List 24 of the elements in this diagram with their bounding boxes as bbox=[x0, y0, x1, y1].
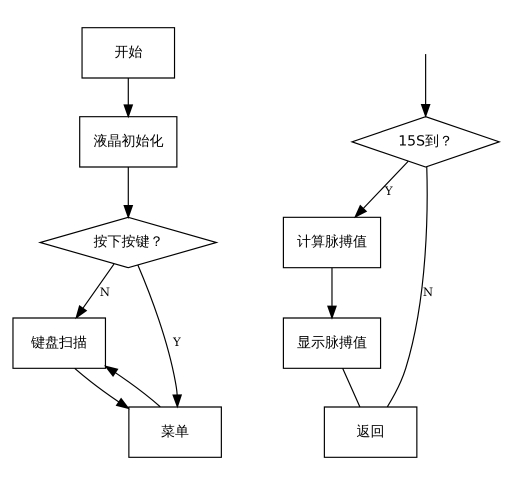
node-box: 菜单 bbox=[128, 406, 222, 458]
node-box: 计算脉搏值 bbox=[282, 216, 382, 268]
edge-label: N bbox=[100, 284, 110, 299]
connector bbox=[386, 166, 428, 408]
arrow bbox=[123, 78, 134, 118]
arrow bbox=[327, 268, 337, 320]
node-box: 返回 bbox=[324, 406, 418, 458]
node-box: 显示脉搏值 bbox=[282, 317, 382, 369]
arrow bbox=[74, 368, 130, 410]
edge-label: Y bbox=[173, 335, 181, 350]
edge-label: N bbox=[422, 284, 434, 299]
arrow bbox=[123, 167, 134, 220]
arrow bbox=[104, 365, 161, 408]
node-diamond: 按下按键？ bbox=[38, 216, 219, 268]
edge-label: Y bbox=[384, 184, 393, 198]
node-box: 开始 bbox=[81, 27, 176, 79]
arrow bbox=[75, 264, 114, 320]
node-box: 键盘扫描 bbox=[12, 317, 106, 369]
connector bbox=[342, 368, 360, 408]
arrow bbox=[137, 264, 182, 408]
arrow bbox=[420, 54, 431, 118]
node-diamond: 15S到？ bbox=[350, 116, 502, 168]
node-box: 液晶初始化 bbox=[79, 116, 178, 168]
arrow bbox=[354, 161, 408, 218]
